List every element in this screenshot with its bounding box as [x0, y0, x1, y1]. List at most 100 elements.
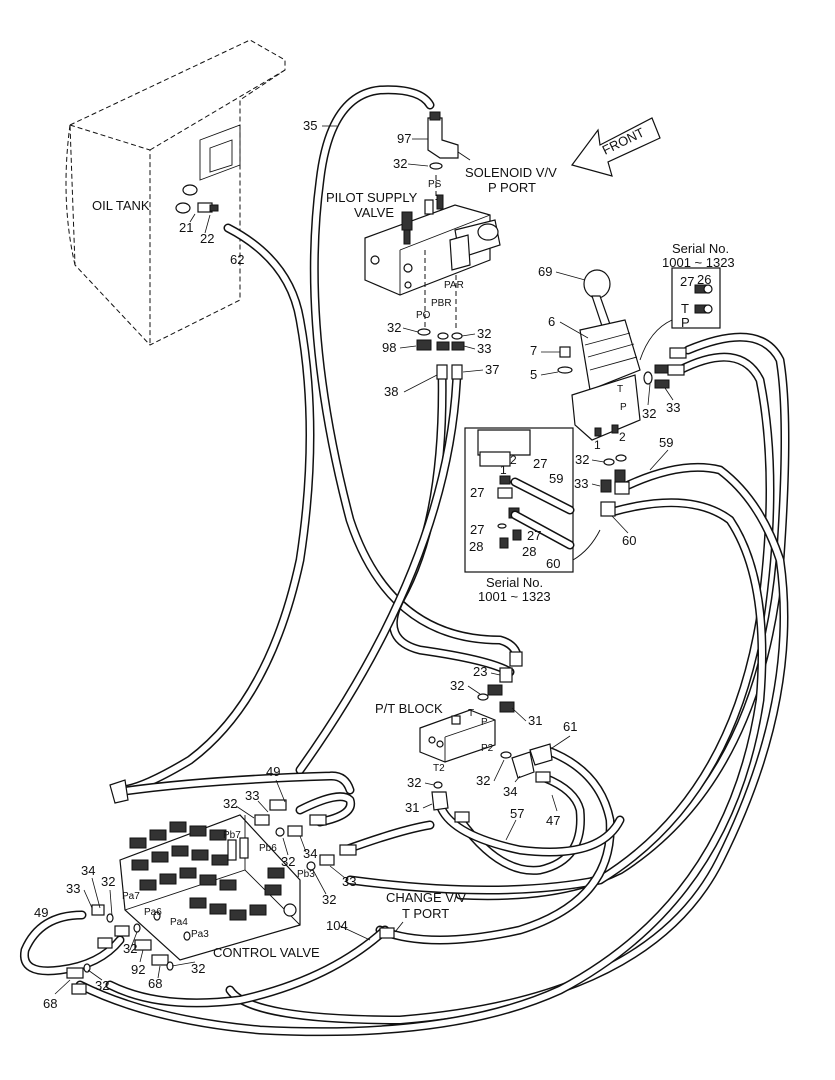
callout-59-right: 59	[659, 435, 673, 450]
callout-49-top: 49	[266, 764, 280, 779]
hose-lines	[19, 85, 790, 1037]
port-par: PAR	[444, 280, 464, 291]
callout-69: 69	[538, 264, 552, 279]
callout-5: 5	[530, 367, 537, 382]
oil-tank-label: OIL TANK	[92, 198, 150, 213]
serial-inset-middle	[464, 427, 575, 573]
callout-22: 22	[200, 231, 214, 246]
psv-label-1: PILOT SUPPLY	[326, 190, 418, 205]
callout-60-mid: 60	[546, 556, 560, 571]
cv-port-pb6: Pb6	[259, 843, 277, 854]
callout-32-pt: 32	[450, 678, 464, 693]
callout-49-left: 49	[34, 905, 48, 920]
callout-38: 38	[384, 384, 398, 399]
callout-27-top: 27	[680, 274, 694, 289]
callout-32-cv3: 32	[322, 892, 336, 907]
callout-37: 37	[485, 362, 499, 377]
pt-port-t2: T2	[433, 763, 445, 774]
change-vv-label-1: CHANGE V/V	[386, 890, 467, 905]
pt-port-p2: P2	[481, 743, 494, 754]
serial-top-label-2: 1001 ~ 1323	[662, 255, 735, 270]
callout-47: 47	[546, 813, 560, 828]
callout-34-cv: 34	[303, 846, 317, 861]
callout-31-pt: 31	[528, 713, 542, 728]
pt-port-p: P	[481, 717, 488, 728]
callout-32-joy: 32	[642, 406, 656, 421]
oil-tank	[65, 39, 286, 346]
port-po: PO	[416, 310, 431, 321]
inset-port-t: T	[681, 301, 689, 316]
callout-32-t2: 32	[407, 775, 421, 790]
cv-port-pb7: Pb7	[223, 830, 241, 841]
joy-port-1: 1	[594, 438, 601, 452]
callout-7: 7	[530, 343, 537, 358]
callout-28-mid1: 28	[469, 539, 483, 554]
callout-21: 21	[179, 220, 193, 235]
callout-32-left: 32	[101, 874, 115, 889]
callout-68-mid: 68	[148, 976, 162, 991]
joy-port-2: 2	[619, 430, 626, 444]
callout-23: 23	[473, 664, 487, 679]
callout-59-mid: 59	[549, 471, 563, 486]
callout-35: 35	[303, 118, 317, 133]
serial-mid-label-1: Serial No.	[486, 575, 543, 590]
fitting-97	[427, 111, 459, 170]
control-valve	[66, 779, 395, 995]
control-valve-label: CONTROL VALVE	[213, 945, 320, 960]
pt-block-label: P/T BLOCK	[375, 701, 443, 716]
callout-27-mid1: 27	[533, 456, 547, 471]
callout-68-left: 68	[43, 996, 57, 1011]
callout-34-left: 34	[81, 863, 95, 878]
callout-27-mid4: 27	[527, 528, 541, 543]
solenoid-label-1: SOLENOID V/V	[465, 165, 557, 180]
callout-26: 26	[697, 272, 711, 287]
callout-32-psv-right: 32	[477, 326, 491, 341]
callout-60-right: 60	[622, 533, 636, 548]
port-pbr: PBR	[431, 298, 452, 309]
pt-port-t: T	[468, 708, 474, 719]
callout-104: 104	[326, 918, 348, 933]
joystick-valve	[557, 269, 641, 441]
joy-port-p: P	[620, 402, 627, 413]
control-valve-spools	[129, 821, 297, 921]
callout-32-p2: 32	[476, 773, 490, 788]
callout-27-mid3: 27	[470, 522, 484, 537]
callout-32-joy2: 32	[575, 452, 589, 467]
serial-inset-top	[671, 267, 721, 329]
cv-port-pb3: Pb3	[297, 869, 315, 880]
front-arrow-icon: FRONT	[570, 117, 661, 177]
psv-fittings	[416, 328, 465, 380]
callout-98: 98	[382, 340, 396, 355]
cv-port-pa4: Pa4	[170, 917, 188, 928]
callout-28-mid2: 28	[522, 544, 536, 559]
inset-port-1: 1	[500, 463, 507, 477]
serial-mid-label-2: 1001 ~ 1323	[478, 589, 551, 604]
callout-6: 6	[548, 314, 555, 329]
callout-97: 97	[397, 131, 411, 146]
pt-block	[419, 651, 553, 823]
change-vv-label-2: T PORT	[402, 906, 449, 921]
port-ps: PS	[428, 179, 442, 190]
pilot-supply-valve	[364, 175, 501, 330]
cv-port-pa3: Pa3	[191, 929, 209, 940]
solenoid-label-2: P PORT	[488, 180, 536, 195]
joy-port-t: T	[617, 384, 623, 395]
inset-port-2: 2	[510, 453, 517, 467]
callout-32-bottom2: 32	[191, 961, 205, 976]
callout-32-cv1: 32	[223, 796, 237, 811]
callout-33-psv: 33	[477, 341, 491, 356]
callout-62: 62	[230, 252, 244, 267]
callout-33-cv2: 33	[342, 874, 356, 889]
callout-32-solenoid: 32	[393, 156, 407, 171]
callout-32-psv-left: 32	[387, 320, 401, 335]
cv-port-pa6: Pa6	[144, 907, 162, 918]
callout-34-p2: 34	[503, 784, 517, 799]
inset-port-p: P	[681, 315, 690, 330]
cv-port-pa7: Pa7	[122, 891, 140, 902]
callout-31-t2: 31	[405, 800, 419, 815]
callout-61: 61	[563, 719, 577, 734]
callout-92: 92	[131, 962, 145, 977]
callout-32-cv2: 32	[281, 854, 295, 869]
serial-top-label-1: Serial No.	[672, 241, 729, 256]
